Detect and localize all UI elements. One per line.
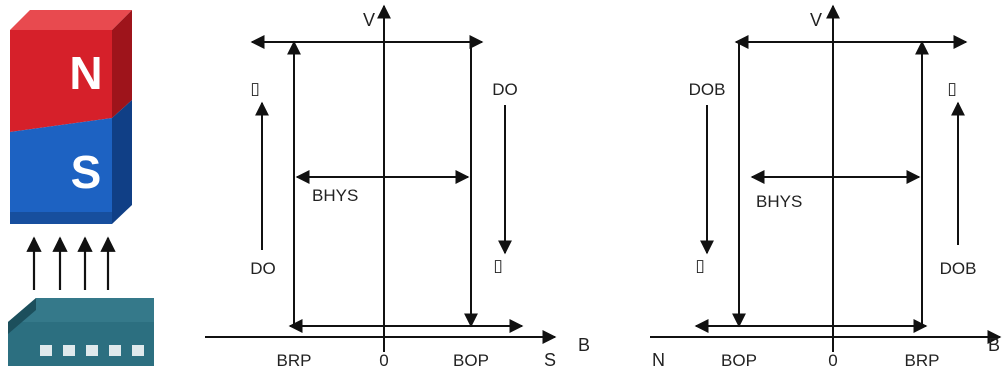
- magnet-north-top-face: [10, 10, 132, 30]
- left-b-axis-label: B: [578, 335, 590, 355]
- right-right-dob-label: DOB: [940, 259, 977, 278]
- right-do-label: DO: [492, 80, 518, 99]
- right-left-small-mark: ▯: [695, 256, 704, 275]
- left-do-label: DO: [250, 259, 276, 278]
- right-b-axis-label: B: [988, 335, 1000, 355]
- right-tick-brp: BRP: [905, 351, 940, 370]
- magnet-south-side-face: [112, 100, 132, 224]
- left-tick-bop: BOP: [453, 351, 489, 370]
- right-bhys-label: BHYS: [756, 192, 802, 211]
- right-left-dob-label: DOB: [689, 80, 726, 99]
- sensor-front-face: [8, 322, 154, 366]
- left-tick-zero: 0: [379, 351, 388, 370]
- right-right-small-mark: ▯: [947, 79, 956, 98]
- right-tick-zero: 0: [828, 351, 837, 370]
- left-small-mark: ▯: [250, 79, 259, 98]
- magnet: N S: [10, 10, 132, 224]
- left-graph-labels: V B S BRP 0 BOP BHYS ▯ ▯ DO DO: [250, 10, 590, 370]
- sensor-pin: [109, 345, 121, 356]
- sensor-pin: [86, 345, 98, 356]
- sensor-pin: [132, 345, 144, 356]
- hall-sensor-chip: [8, 298, 154, 366]
- magnet-north-side-face: [112, 10, 132, 118]
- right-hysteresis-graph: [650, 4, 1002, 352]
- north-pole-label: N: [69, 47, 102, 99]
- left-tick-brp: BRP: [277, 351, 312, 370]
- right-graph-labels: V B N BOP 0 BRP BHYS ▯ ▯ DOB DOB: [652, 10, 1000, 370]
- sensor-edge: [8, 298, 36, 334]
- left-s-label: S: [544, 350, 556, 370]
- left-bhys-label: BHYS: [312, 186, 358, 205]
- right-v-axis-label: V: [810, 10, 822, 30]
- right-tick-bop: BOP: [721, 351, 757, 370]
- magnetic-field-arrows: [26, 236, 116, 290]
- south-pole-label: S: [71, 146, 102, 198]
- right-n-label: N: [652, 350, 665, 370]
- sensor-top-face: [8, 298, 154, 322]
- left-v-axis-label: V: [363, 10, 375, 30]
- magnet-south-bottom-shade: [10, 212, 112, 224]
- sensor-pin: [63, 345, 75, 356]
- magnet-north-front-face: [10, 30, 112, 132]
- right-small-mark: ▯: [493, 256, 502, 275]
- sensor-pin: [40, 345, 52, 356]
- magnet-south-front-face: [10, 118, 112, 224]
- left-hysteresis-graph: [205, 4, 557, 352]
